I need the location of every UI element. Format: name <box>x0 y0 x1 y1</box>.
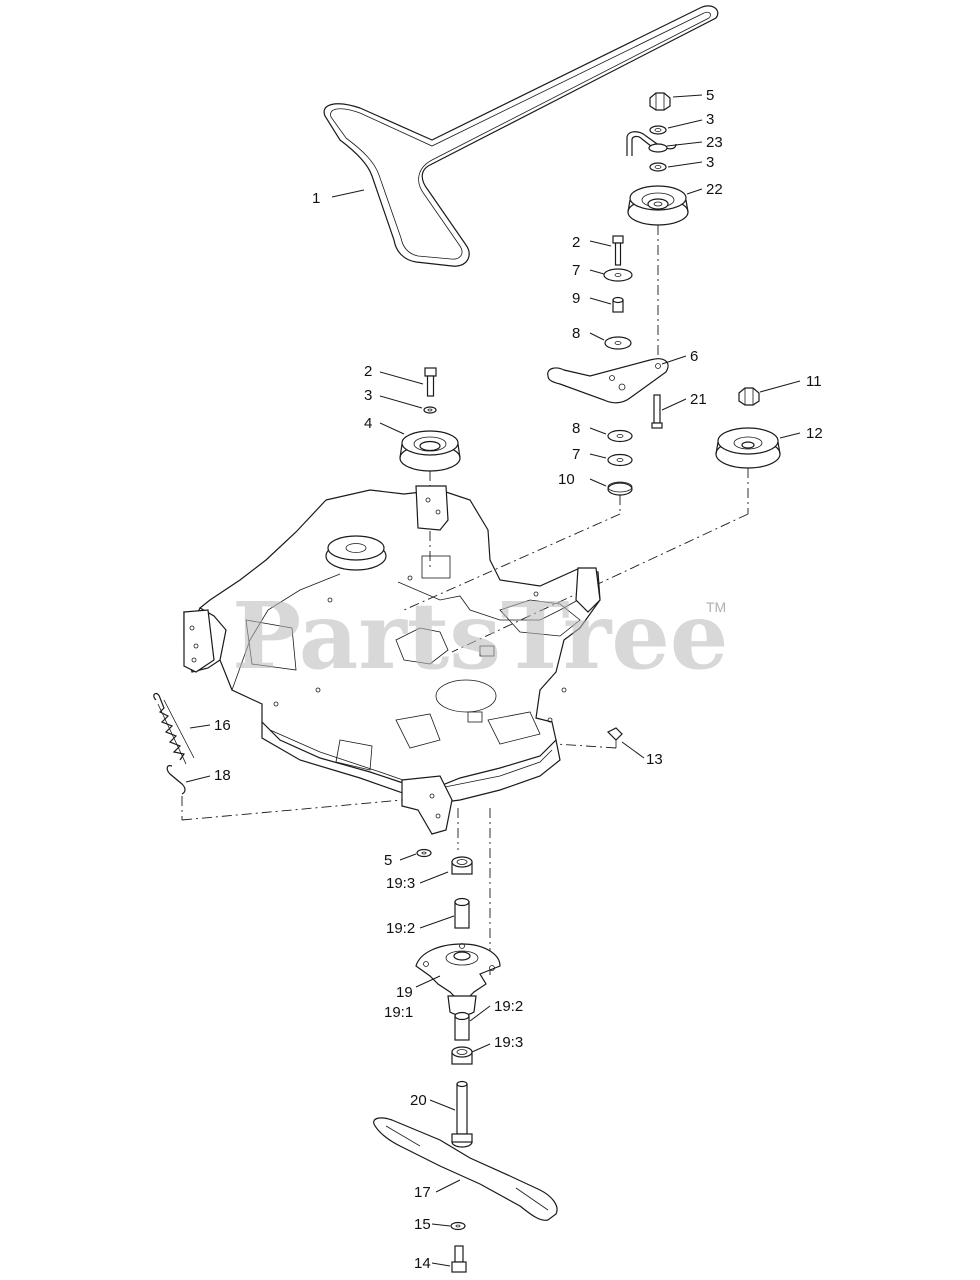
callout-labels: 1 5 3 23 3 22 2 7 9 8 6 21 11 12 8 7 10 … <box>214 87 823 1272</box>
callout-spindle-assembly: 19 <box>396 984 413 1001</box>
watermark-text: PartsTree <box>232 582 728 690</box>
callout-washer: 3 <box>706 111 714 128</box>
callout-bolt: 21 <box>690 391 707 408</box>
callout-nut: 5 <box>384 852 392 869</box>
callout-spacer: 19:2 <box>494 998 523 1015</box>
callout-nut: 11 <box>806 373 822 390</box>
callout-bushing: 9 <box>572 290 580 307</box>
deck-drawing <box>153 485 623 975</box>
callout-spring: 16 <box>214 717 231 734</box>
callout-shaft: 20 <box>410 1092 427 1109</box>
callout-nut: 5 <box>706 87 714 104</box>
callout-spacer: 19:2 <box>386 920 415 937</box>
callout-bearing: 19:3 <box>386 875 415 892</box>
callout-washer: 15 <box>414 1216 431 1233</box>
callout-idler-pulley: 4 <box>364 415 372 432</box>
callout-washer: 8 <box>572 420 580 437</box>
callout-bearing: 19:3 <box>494 1034 523 1051</box>
callout-idler-pulley: 22 <box>706 181 723 198</box>
right-pulley-drawing <box>451 387 781 653</box>
left-stack-drawing <box>399 367 461 570</box>
watermark-trademark: TM <box>706 599 726 615</box>
top-stack-drawing <box>626 92 689 365</box>
callout-washer: 3 <box>364 387 372 404</box>
belt-drawing <box>323 5 719 267</box>
arm-stack-drawing <box>403 235 669 611</box>
callout-bolt: 2 <box>364 363 372 380</box>
callout-screw: 13 <box>646 751 663 768</box>
leader-lines <box>185 94 801 1267</box>
callout-hook: 18 <box>214 767 231 784</box>
spindle-drawing <box>373 848 558 1273</box>
callout-washer: 7 <box>572 262 580 279</box>
callout-pulley: 12 <box>806 425 823 442</box>
callout-spindle-housing: 19:1 <box>384 1004 413 1021</box>
callout-bolt: 14 <box>414 1255 431 1272</box>
callout-blade: 17 <box>414 1184 431 1201</box>
callout-idler-arm: 6 <box>690 348 698 365</box>
callout-washer: 7 <box>572 446 580 463</box>
callout-belt: 1 <box>312 190 320 207</box>
callout-bracket: 23 <box>706 134 723 151</box>
callout-washer: 8 <box>572 325 580 342</box>
callout-spacer: 10 <box>558 471 575 488</box>
callout-washer: 3 <box>706 154 714 171</box>
callout-bolt: 2 <box>572 234 580 251</box>
